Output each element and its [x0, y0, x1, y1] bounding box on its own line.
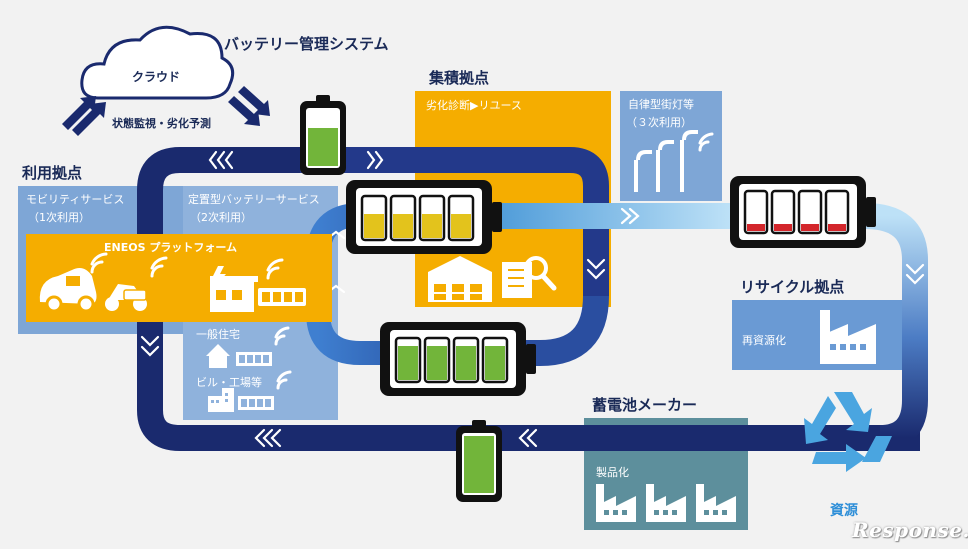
sync-arrows-right-icon: [228, 86, 270, 126]
chevron-icon: [366, 150, 376, 170]
chevron-icon: [140, 345, 160, 357]
platform-label: ENEOS プラットフォーム: [104, 241, 238, 254]
mobility-sub: （1次利用）: [28, 211, 90, 224]
wifi-icon: [150, 256, 168, 278]
usage-base-title: 利用拠点: [22, 164, 83, 182]
warehouse-icon: [428, 256, 492, 302]
battery-vertical-top-icon: [300, 95, 346, 175]
chevron-icon: [374, 150, 384, 170]
house-icon: [206, 344, 230, 368]
resource-label: 資源: [830, 503, 858, 519]
car-icon: [39, 268, 97, 313]
wifi-icon: [274, 326, 290, 346]
to-streetlight-band: [490, 203, 730, 229]
sync-arrows-left-icon: [62, 96, 106, 136]
right-return-band: [400, 295, 609, 366]
wifi-icon: [90, 252, 108, 274]
wifi-icon: [276, 370, 292, 390]
charging-station-icon: [210, 266, 258, 312]
scooter-icon: [105, 284, 147, 311]
wifi-icon: [266, 258, 284, 280]
chevron-icon: [586, 258, 606, 270]
streetlight-sub: （３次利用）: [626, 116, 692, 129]
building-label: ビル・工場等: [196, 376, 262, 389]
cloud-label: クラウド: [132, 70, 181, 84]
checklist-magnifier-icon: [502, 256, 557, 298]
aggregation-base-title: 集積拠点: [429, 69, 490, 87]
home-battery-icon: [236, 352, 272, 366]
to-recycle-band: [864, 203, 928, 451]
stationary-label: 定置型バッテリーサービス: [188, 193, 320, 206]
chevron-icon: [140, 335, 160, 347]
chevron-icon: [526, 428, 538, 448]
factory-icon: [820, 310, 876, 364]
streetlight-label: 自律型街灯等: [628, 98, 694, 111]
chevron-icon: [518, 428, 530, 448]
chevron-icon: [620, 207, 632, 225]
streetlight-icon: [634, 130, 698, 192]
top-loop-band: [300, 147, 609, 296]
building-icon: [208, 388, 234, 412]
recycle-icon: [804, 392, 892, 472]
chevron-icon: [270, 428, 282, 448]
maker-title: 蓄電池メーカー: [592, 396, 698, 414]
recycle-base-title: リサイクル拠点: [740, 278, 845, 296]
bms-title: バッテリー管理システム: [224, 35, 389, 53]
house-label: 一般住宅: [196, 328, 240, 341]
aggregation-process: 劣化診断▶リユース: [426, 99, 522, 112]
chevron-icon: [905, 273, 925, 285]
factory-icon: [646, 484, 686, 522]
wifi-icon: [698, 132, 714, 152]
battery-red-icon: [730, 176, 876, 248]
factory-icon: [696, 484, 736, 522]
chevron-icon: [224, 150, 234, 170]
chevron-icon: [628, 207, 640, 225]
chevron-icon: [254, 428, 266, 448]
battery-green-icon: [380, 322, 536, 396]
cloud-icon: [80, 25, 235, 100]
battery-pack-icon: [258, 288, 306, 306]
chevron-icon: [262, 428, 274, 448]
chevron-icon: [208, 150, 218, 170]
cloud-caption: 状態監視・劣化予測: [112, 117, 211, 130]
recycle-process: 再資源化: [742, 334, 786, 347]
chevron-icon: [586, 268, 606, 280]
chevron-icon: [216, 150, 226, 170]
mobility-label: モビリティサービス: [26, 193, 125, 206]
battery-vertical-bottom-icon: [456, 420, 502, 502]
factory-icon: [596, 484, 636, 522]
building-battery-icon: [238, 396, 274, 410]
battery-yellow-icon: [346, 180, 502, 254]
chevron-icon: [905, 263, 925, 275]
stationary-sub: （2次利用）: [190, 211, 252, 224]
watermark: Response.: [852, 518, 968, 542]
maker-process: 製品化: [596, 466, 629, 479]
